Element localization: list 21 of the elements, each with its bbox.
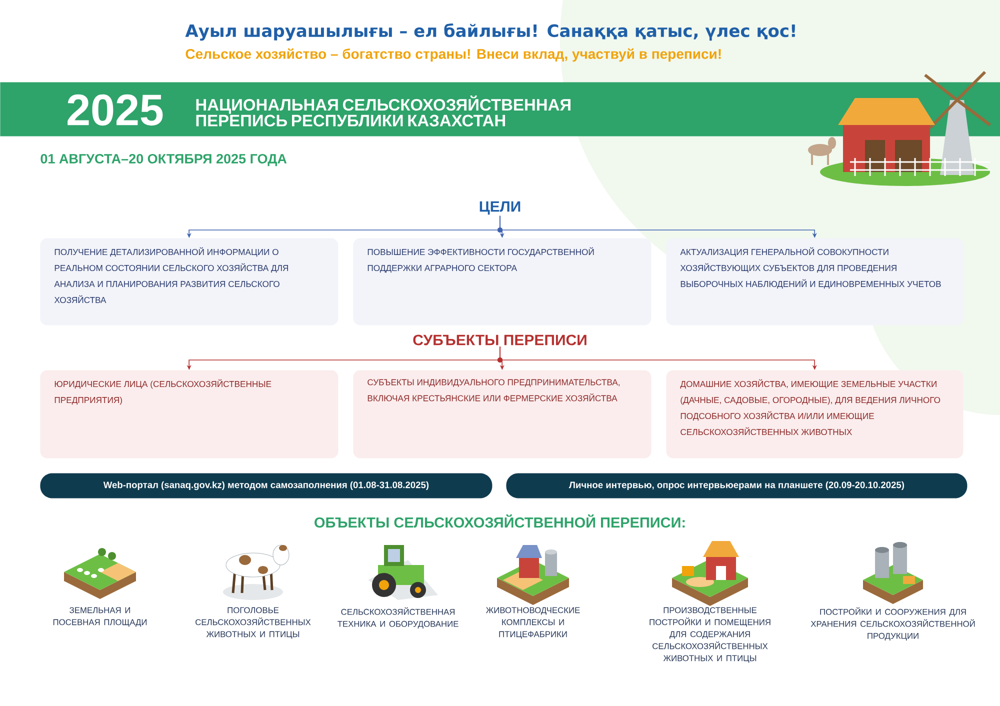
slogan: Ауыл шаруашылығы – ел байлығы! Санаққа қатыс, үлес қос!	[185, 23, 795, 41]
method-bar: Личное интервью, опрос интервьюерами на планшете (20.09-20.10.2025)	[506, 473, 968, 498]
title-banner: 2025 НАЦИОНАЛЬНАЯ СЕЛЬСКОХОЗЯЙСТВЕННАЯ ПЕРЕПИСЬ РЕСПУБЛИКИ КАЗАХСТАН	[0, 82, 1000, 136]
subject-box: ЮРИДИЧЕСКИЕ ЛИЦА (СЕЛЬСКОХОЗЯЙСТВЕННЫЕ ПРЕДПРИЯТИЯ)	[40, 370, 338, 458]
goal-box: ПОВЫШЕНИЕ ЭФФЕКТИВНОСТИ ГОСУДАРСТВЕННОЙ ПОДДЕРЖКИ АГРАРНОГО СЕКТОРА	[353, 238, 652, 326]
caption: ПРОИЗВОДСТВЕННЫЕ ПОСТРОЙКИ И ПОМЕЩЕНИЯ ДЛЯ СОДЕРЖАНИЯ СЕЛЬСКОХОЗЯЙСТВЕННЫХ ЖИВОТНЫХ И ПТИЦЫ	[650, 607, 770, 663]
section-heading: ЦЕЛИ	[480, 201, 520, 215]
subject-box: СУБЪЕКТЫ ИНДИВИДУАЛЬНОГО ПРЕДПРИНИМАТЕЛЬСТВА, ВКЛЮЧАЯ КРЕСТЬЯНСКИЕ ИЛИ ФЕРМЕРСКИЕ ХОЗЯЙСТВА	[353, 370, 652, 458]
goal-box: ПОЛУЧЕНИЕ ДЕТАЛИЗИРОВАННОЙ ИНФОРМАЦИИ О РЕАЛЬНОМ СОСТОЯНИИ СЕЛЬСКОГО ХОЗЯЙСТВА ДЛЯ АНАЛИЗА И ПЛАНИРОВАНИЯ РАЗВИТИЯ СЕЛЬСКОГО ХОЗЯЙСТВА	[40, 238, 338, 326]
caption: ПОГОЛОВЬЕ СЕЛЬСКОХОЗЯЙСТВЕННЫХ ЖИВОТНЫХ И ПТИЦЫ	[196, 607, 311, 639]
date-text: 01 АВГУСТА–20 ОКТЯБРЯ 2025 ГОДА	[40, 154, 287, 166]
method-bar: Web-портал (sanaq.gov.kz) методом самозаполнения (01.08-31.08.2025)	[40, 473, 492, 498]
section-heading: ОБЪЕКТЫ СЕЛЬСКОХОЗЯЙСТВЕННОЙ ПЕРЕПИСИ:	[314, 514, 685, 528]
caption: ПОСТРОЙКИ И СООРУЖЕНИЯ ДЛЯ ХРАНЕНИЯ СЕЛЬСКОХОЗЯЙСТВЕННОЙ ПРОДУКЦИИ	[810, 607, 975, 640]
caption: СЕЛЬСКОХОЗЯЙСТВЕННАЯ ТЕХНИКА И ОБОРУДОВАНИЕ	[338, 607, 458, 628]
goal-box: АКТУАЛИЗАЦИЯ ГЕНЕРАЛЬНОЙ СОВОКУПНОСТИ ХОЗЯЙСТВУЮЩИХ СУБЪЕКТОВ ДЛЯ ПРОВЕДЕНИЯ ВЫБОРОЧНЫХ НАБЛЮДЕНИЙ И ЕДИНОВРЕМЕННЫХ УЧЕТОВ	[666, 238, 964, 326]
subject-box: ДОМАШНИЕ ХОЗЯЙСТВА, ИМЕЮЩИЕ ЗЕМЕЛЬНЫЕ УЧАСТКИ (ДАЧНЫЕ, САДОВЫЕ, ОГОРОДНЫЕ), ДЛЯ ВЕДЕНИЯ ЛИЧНОГО ПОДСОБНОГО ХОЗЯЙСТВА И/ИЛИ ИМЕЮЩИЕ СЕЛЬСКОХОЗЯЙСТВЕННЫХ ЖИВОТНЫХ	[666, 370, 964, 458]
caption: ЖИВОТНОВОДЧЕСКИЕ КОМПЛЕКСЫ И ПТИЦЕФАБРИКИ	[486, 607, 580, 639]
slogan: Сельское хозяйство – богатство страны! Внеси вклад, участвуй в переписи!	[186, 48, 721, 62]
section-heading: СУБЪЕКТЫ ПЕРЕПИСИ	[413, 334, 586, 346]
caption: ЗЕМЕЛЬНАЯ И ПОСЕВНАЯ ПЛОЩАДИ	[53, 607, 147, 627]
